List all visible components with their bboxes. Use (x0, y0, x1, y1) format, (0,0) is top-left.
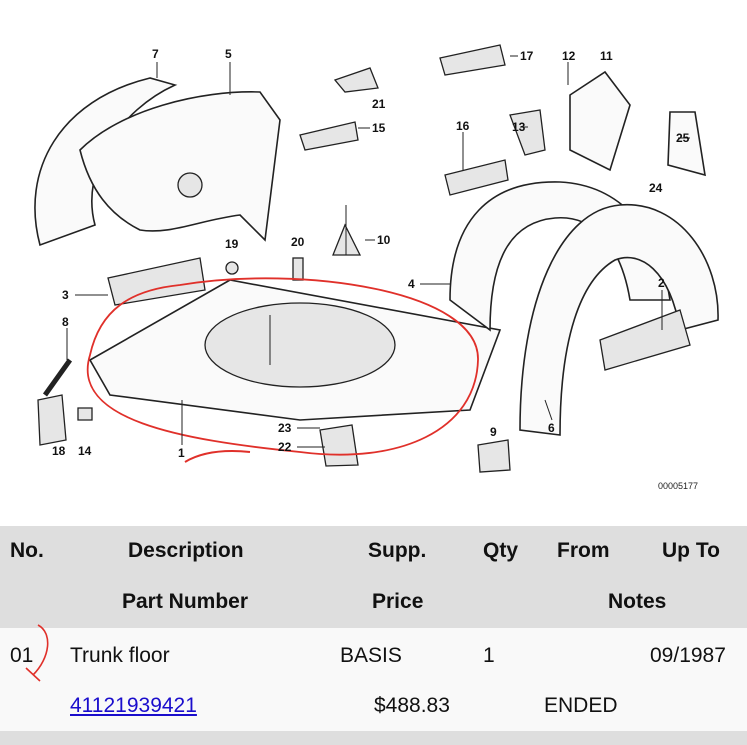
callout-1: 1 (178, 446, 185, 460)
part-25 (667, 111, 706, 177)
part-11 (569, 70, 631, 172)
callout-7: 7 (152, 47, 159, 61)
header-up-to: Up To (662, 539, 720, 562)
part-21 (333, 67, 379, 93)
callout-16: 16 (456, 119, 470, 133)
callout-2: 2 (658, 276, 665, 290)
part-17 (439, 44, 506, 76)
red-annotation-circle (86, 277, 479, 456)
header-qty: Qty (483, 539, 519, 562)
row-description: Trunk floor (70, 644, 170, 667)
callout-13: 13 (512, 120, 526, 134)
part-5-inner-panel (79, 91, 281, 242)
part-3 (107, 257, 206, 306)
figure-id: 00005177 (658, 481, 698, 491)
part-15 (299, 121, 359, 151)
parts-diagram: 7 5 21 17 12 11 15 16 13 25 24 19 20 10 … (34, 44, 719, 491)
callout-18: 18 (52, 444, 66, 458)
row-supp: BASIS (340, 644, 402, 667)
callout-21: 21 (372, 97, 386, 111)
row-notes: ENDED (544, 694, 618, 717)
callout-9: 9 (490, 425, 497, 439)
table-row[interactable]: 01 Trunk floor BASIS 1 09/1987 411219394… (0, 624, 747, 731)
part-13 (509, 109, 546, 156)
callout-14: 14 (78, 444, 92, 458)
callout-8: 8 (62, 315, 69, 329)
callout-17: 17 (520, 49, 534, 63)
callout-15: 15 (372, 121, 386, 135)
callout-22: 22 (278, 440, 292, 454)
callout-11: 11 (600, 49, 613, 63)
callout-5: 5 (225, 47, 232, 61)
row-no: 01 (10, 644, 34, 667)
callout-4: 4 (408, 277, 415, 291)
row-qty: 1 (483, 644, 495, 667)
callout-24: 24 (649, 181, 663, 195)
table-header: No. Description Supp. Qty From Up To Par… (0, 526, 747, 628)
callout-6: 6 (548, 421, 555, 435)
callout-23: 23 (278, 421, 292, 435)
callout-25: 25 (676, 131, 690, 145)
red-annotation-mark (25, 624, 49, 682)
part-number-link[interactable]: 41121939421 (70, 694, 197, 717)
row-price: $488.83 (374, 694, 450, 717)
header-no: No. (10, 539, 44, 562)
header-description: Description (128, 539, 244, 562)
header-price: Price (372, 590, 424, 613)
callout-19: 19 (225, 237, 239, 251)
callout-20: 20 (291, 235, 305, 249)
header-from: From (557, 539, 610, 562)
part-6-wheel-arch (519, 204, 719, 436)
callout-3: 3 (62, 288, 69, 302)
header-notes: Notes (608, 590, 667, 613)
header-supp: Supp. (368, 539, 427, 562)
header-part-number: Part Number (122, 590, 249, 613)
part-16 (444, 159, 509, 196)
table-footer-strip (0, 731, 747, 745)
parts-table: No. Description Supp. Qty From Up To Par… (0, 526, 747, 745)
callout-10: 10 (377, 233, 391, 247)
callout-labels: 7 5 21 17 12 11 15 16 13 25 24 19 20 10 … (52, 47, 698, 491)
row-up-to: 09/1987 (650, 644, 726, 667)
callout-12: 12 (562, 49, 576, 63)
